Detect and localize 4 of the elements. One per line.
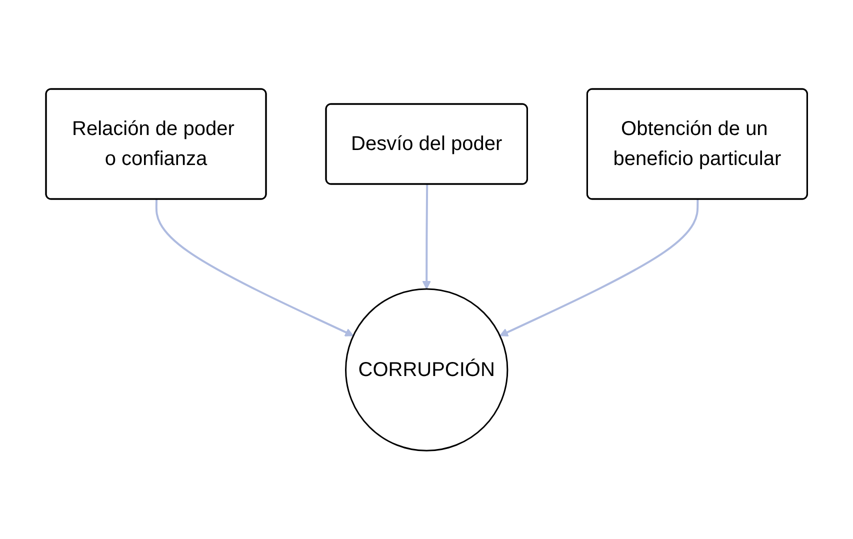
arrow [422,184,431,290]
arrow [155,199,354,336]
node-circle: CORRUPCIÓN [344,288,508,452]
arrow [499,199,699,336]
